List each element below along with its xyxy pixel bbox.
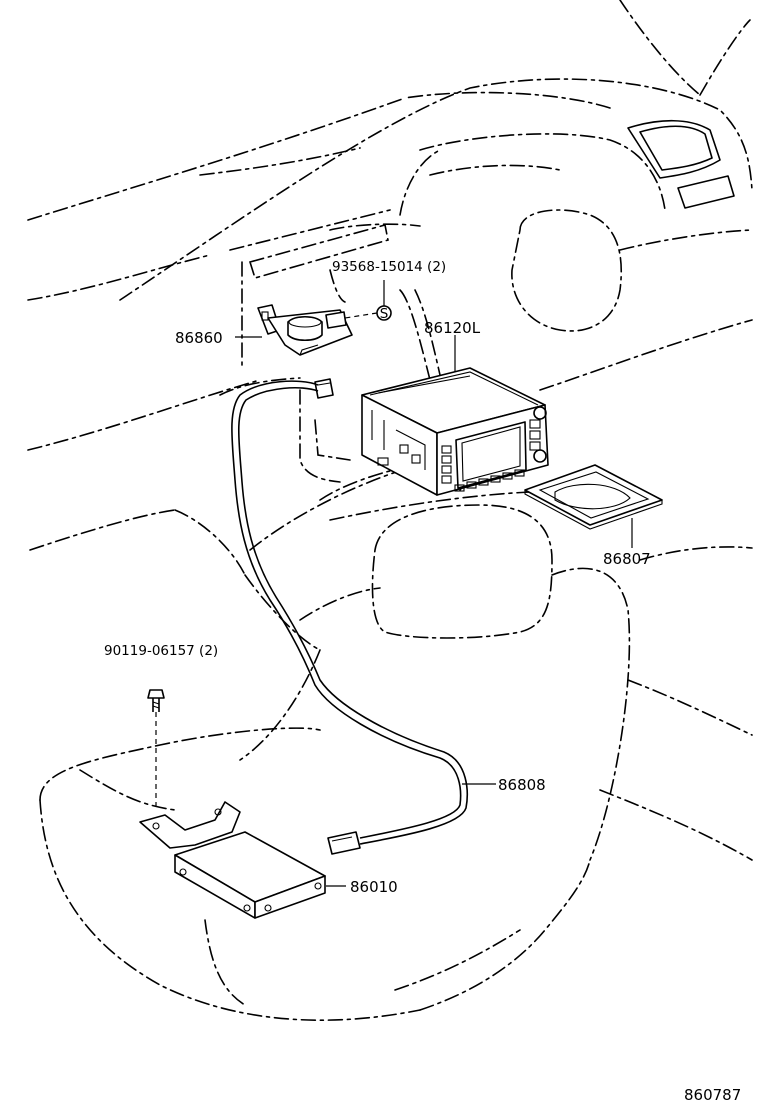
bezel-plate	[524, 464, 663, 530]
label-bolt: 90119-06157 (2)	[104, 643, 218, 659]
bolt	[147, 689, 165, 810]
cable	[231, 380, 468, 855]
display-unit	[361, 367, 549, 496]
screw-symbol-letter: S	[380, 306, 389, 322]
figure-code: 860787	[684, 1086, 741, 1104]
part-labels: 93568-15014 (2) 86860 86120L 86807 90119…	[104, 259, 741, 1104]
label-bezel: 86807	[603, 550, 651, 568]
screw-symbol: S	[344, 280, 392, 322]
sensor-bracket	[257, 304, 353, 356]
label-screw: 93568-15014 (2)	[332, 259, 446, 275]
display-connector	[314, 378, 334, 399]
label-sensor: 86860	[175, 329, 223, 347]
label-cable: 86808	[498, 776, 546, 794]
label-display: 86120L	[424, 319, 481, 337]
leader-lines	[235, 335, 633, 887]
vehicle-outline	[27, 0, 753, 1021]
label-box: 86010	[350, 878, 398, 896]
control-box	[139, 801, 326, 919]
